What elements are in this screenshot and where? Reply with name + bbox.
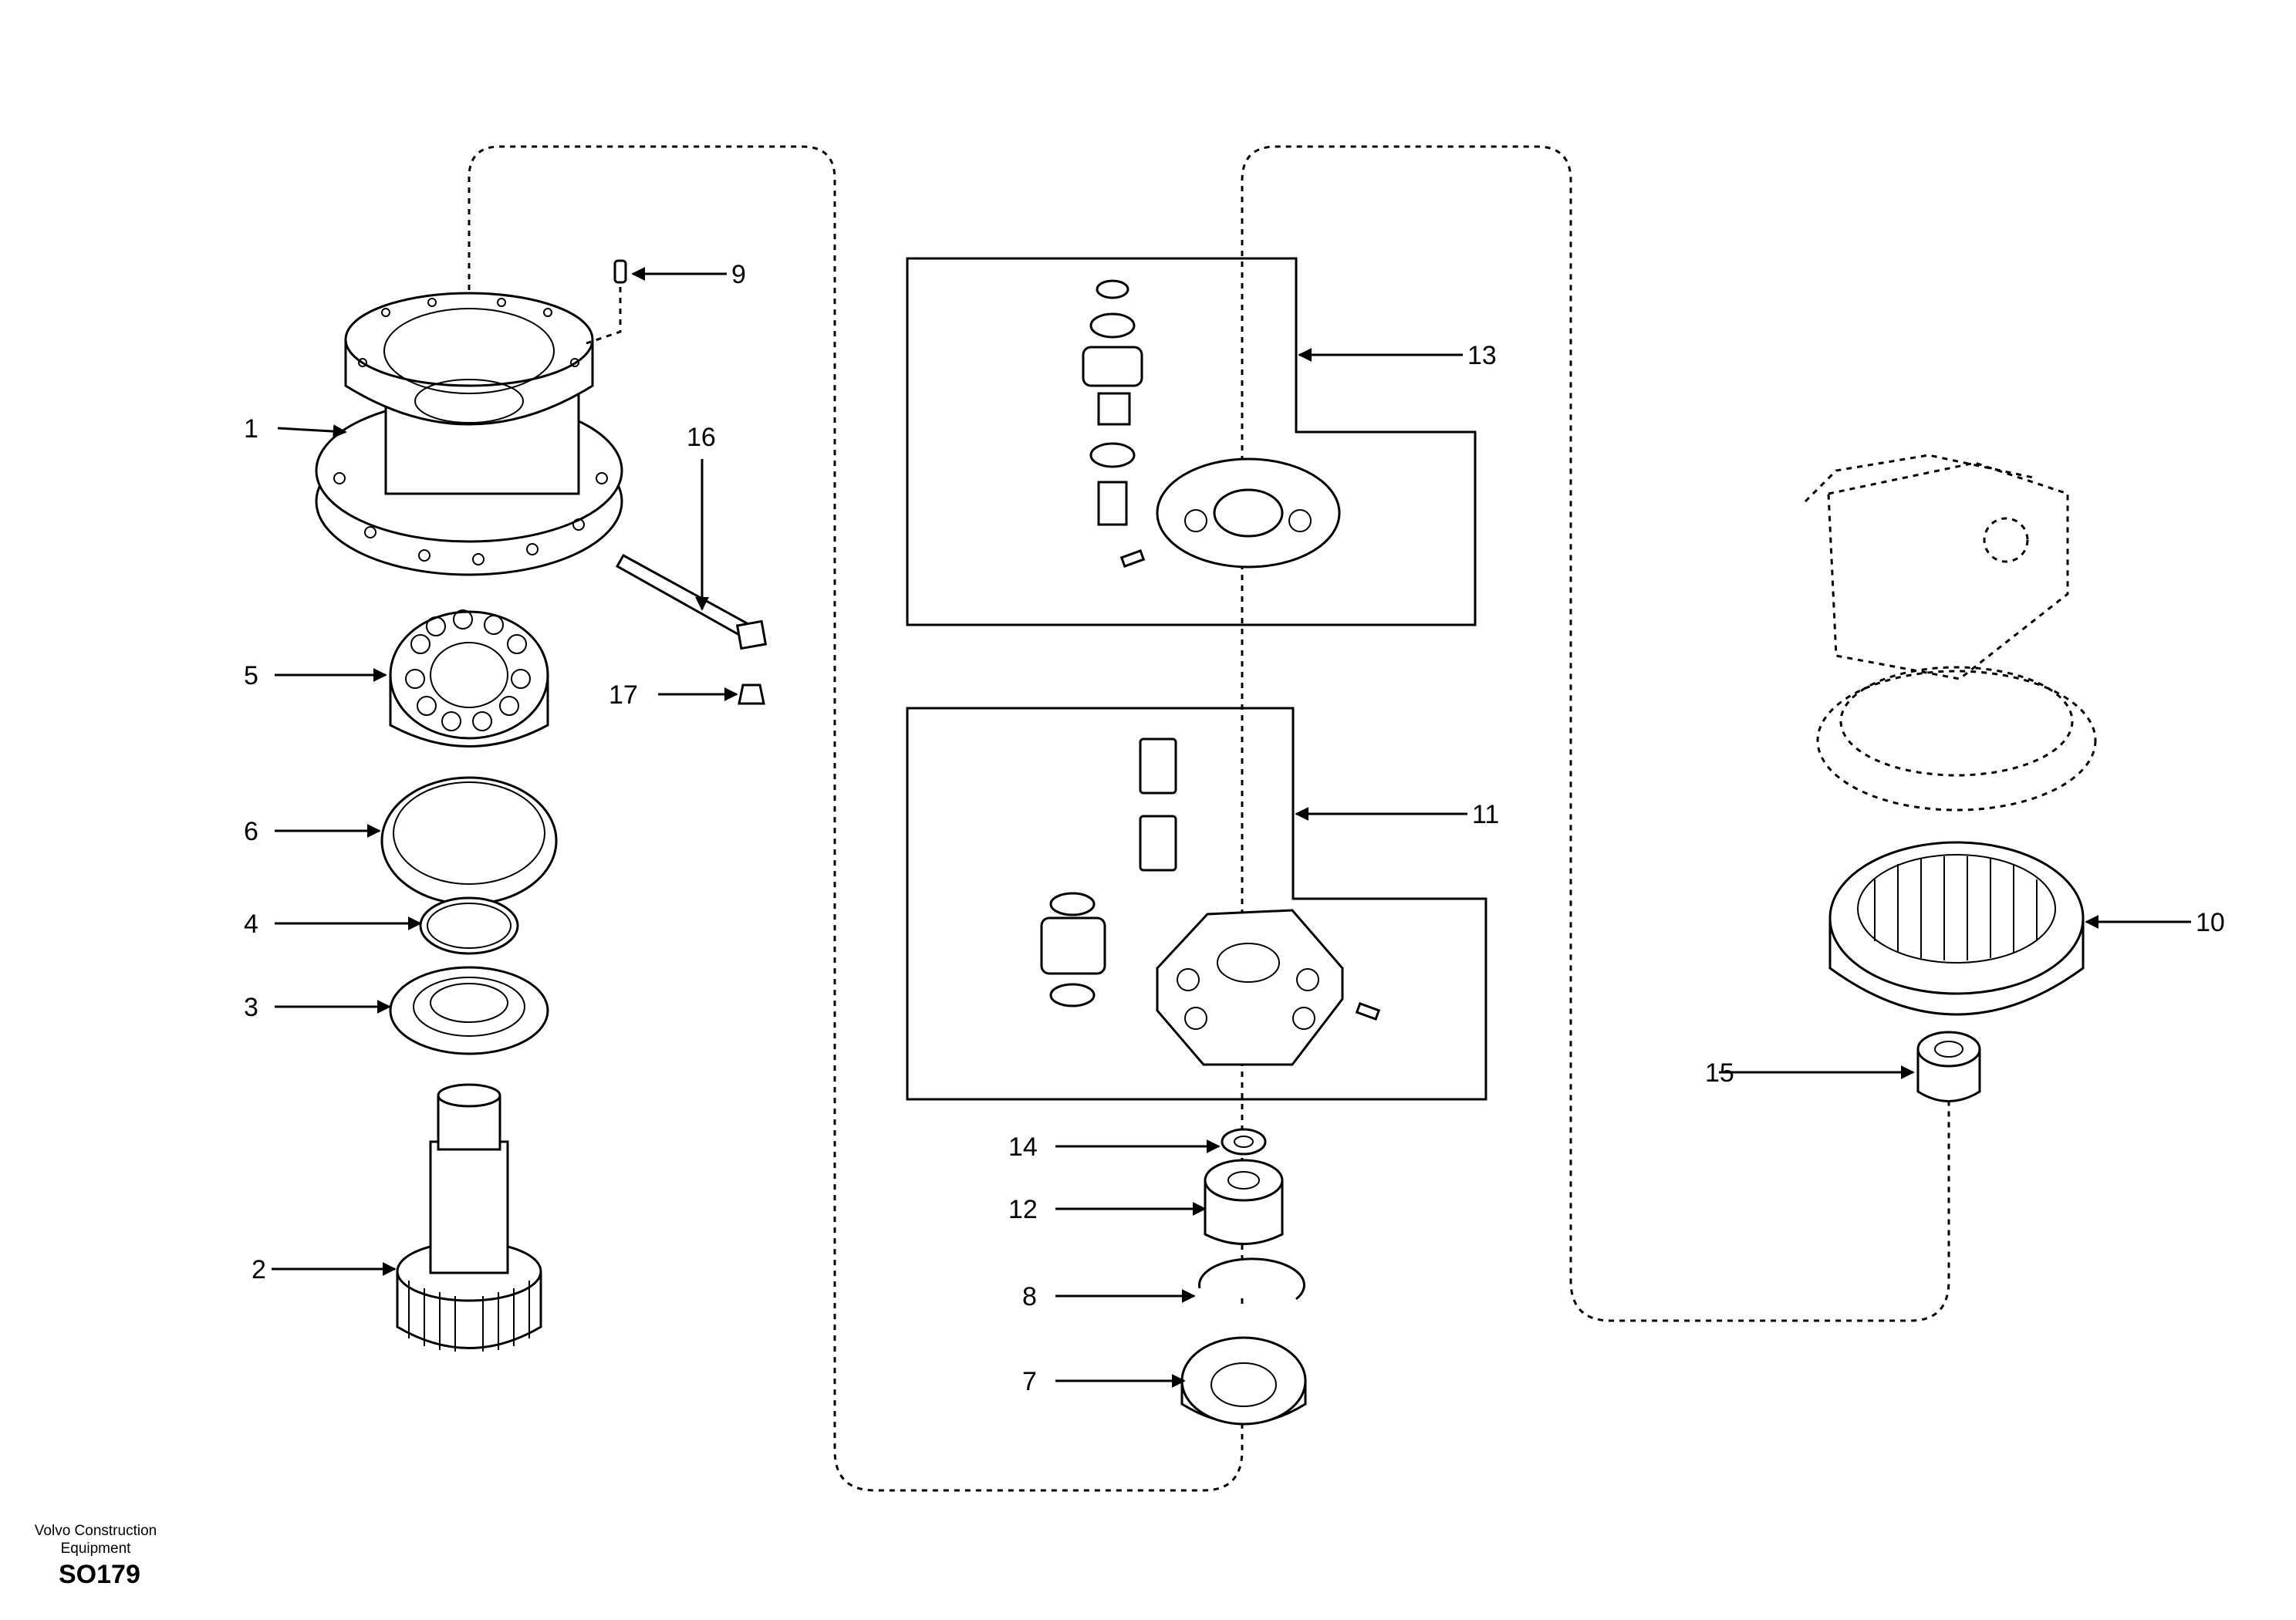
box-carrier-11	[906, 707, 1487, 1101]
callout-10: 10	[2196, 908, 2225, 937]
carrier-11-parts	[1040, 737, 1381, 1066]
swing-motor-outline	[1804, 454, 2097, 812]
callout-7: 7	[1022, 1367, 1037, 1396]
brand-line-1: Volvo Construction	[35, 1523, 157, 1539]
callout-labels: 1 2 3 4 5 6 7 8 9 10 11 12 13 14 15 16 1…	[244, 260, 2225, 1396]
part-14-thrust-washer	[1221, 1128, 1267, 1156]
callout-11: 11	[1472, 800, 1499, 829]
callout-3: 3	[244, 993, 258, 1022]
leader-lines	[272, 267, 2191, 1388]
brand-line-2: Equipment	[61, 1541, 132, 1557]
part-17-plug	[738, 683, 765, 705]
callout-6: 6	[244, 817, 258, 846]
callout-14: 14	[1008, 1132, 1038, 1162]
callout-5: 5	[244, 661, 258, 690]
carrier-13-parts	[1082, 279, 1341, 569]
callout-15: 15	[1705, 1058, 1734, 1088]
assembly-flow-lines	[468, 145, 1950, 1492]
part-3-oil-seal	[389, 966, 549, 1055]
part-4-o-ring	[419, 896, 519, 955]
callout-13: 13	[1467, 341, 1497, 370]
callout-9: 9	[731, 260, 746, 289]
footer: Volvo Construction Equipment SO179	[35, 1523, 157, 1589]
figure-code: SO179	[59, 1560, 140, 1589]
callout-8: 8	[1022, 1282, 1037, 1311]
part-2-pinion-shaft	[396, 1083, 542, 1352]
part-12-sun-gear	[1204, 1159, 1284, 1245]
part-8-snap-ring	[1198, 1257, 1305, 1301]
callout-2: 2	[252, 1255, 266, 1284]
box-carrier-13	[906, 257, 1477, 626]
callout-17: 17	[609, 680, 638, 710]
part-15-coupling	[1916, 1031, 1981, 1102]
part-16-level-gauge	[615, 553, 768, 650]
callout-1: 1	[244, 414, 258, 444]
callout-4: 4	[244, 910, 258, 939]
callout-12: 12	[1008, 1195, 1038, 1224]
part-1-housing	[315, 292, 623, 576]
part-10-ring-gear	[1828, 841, 2085, 1016]
part-6-ring	[380, 776, 558, 906]
part-9-plug	[586, 259, 627, 345]
part-7-ball-bearing	[1180, 1336, 1307, 1426]
part-5-roller-bearing	[389, 609, 549, 748]
callout-16: 16	[687, 423, 716, 452]
